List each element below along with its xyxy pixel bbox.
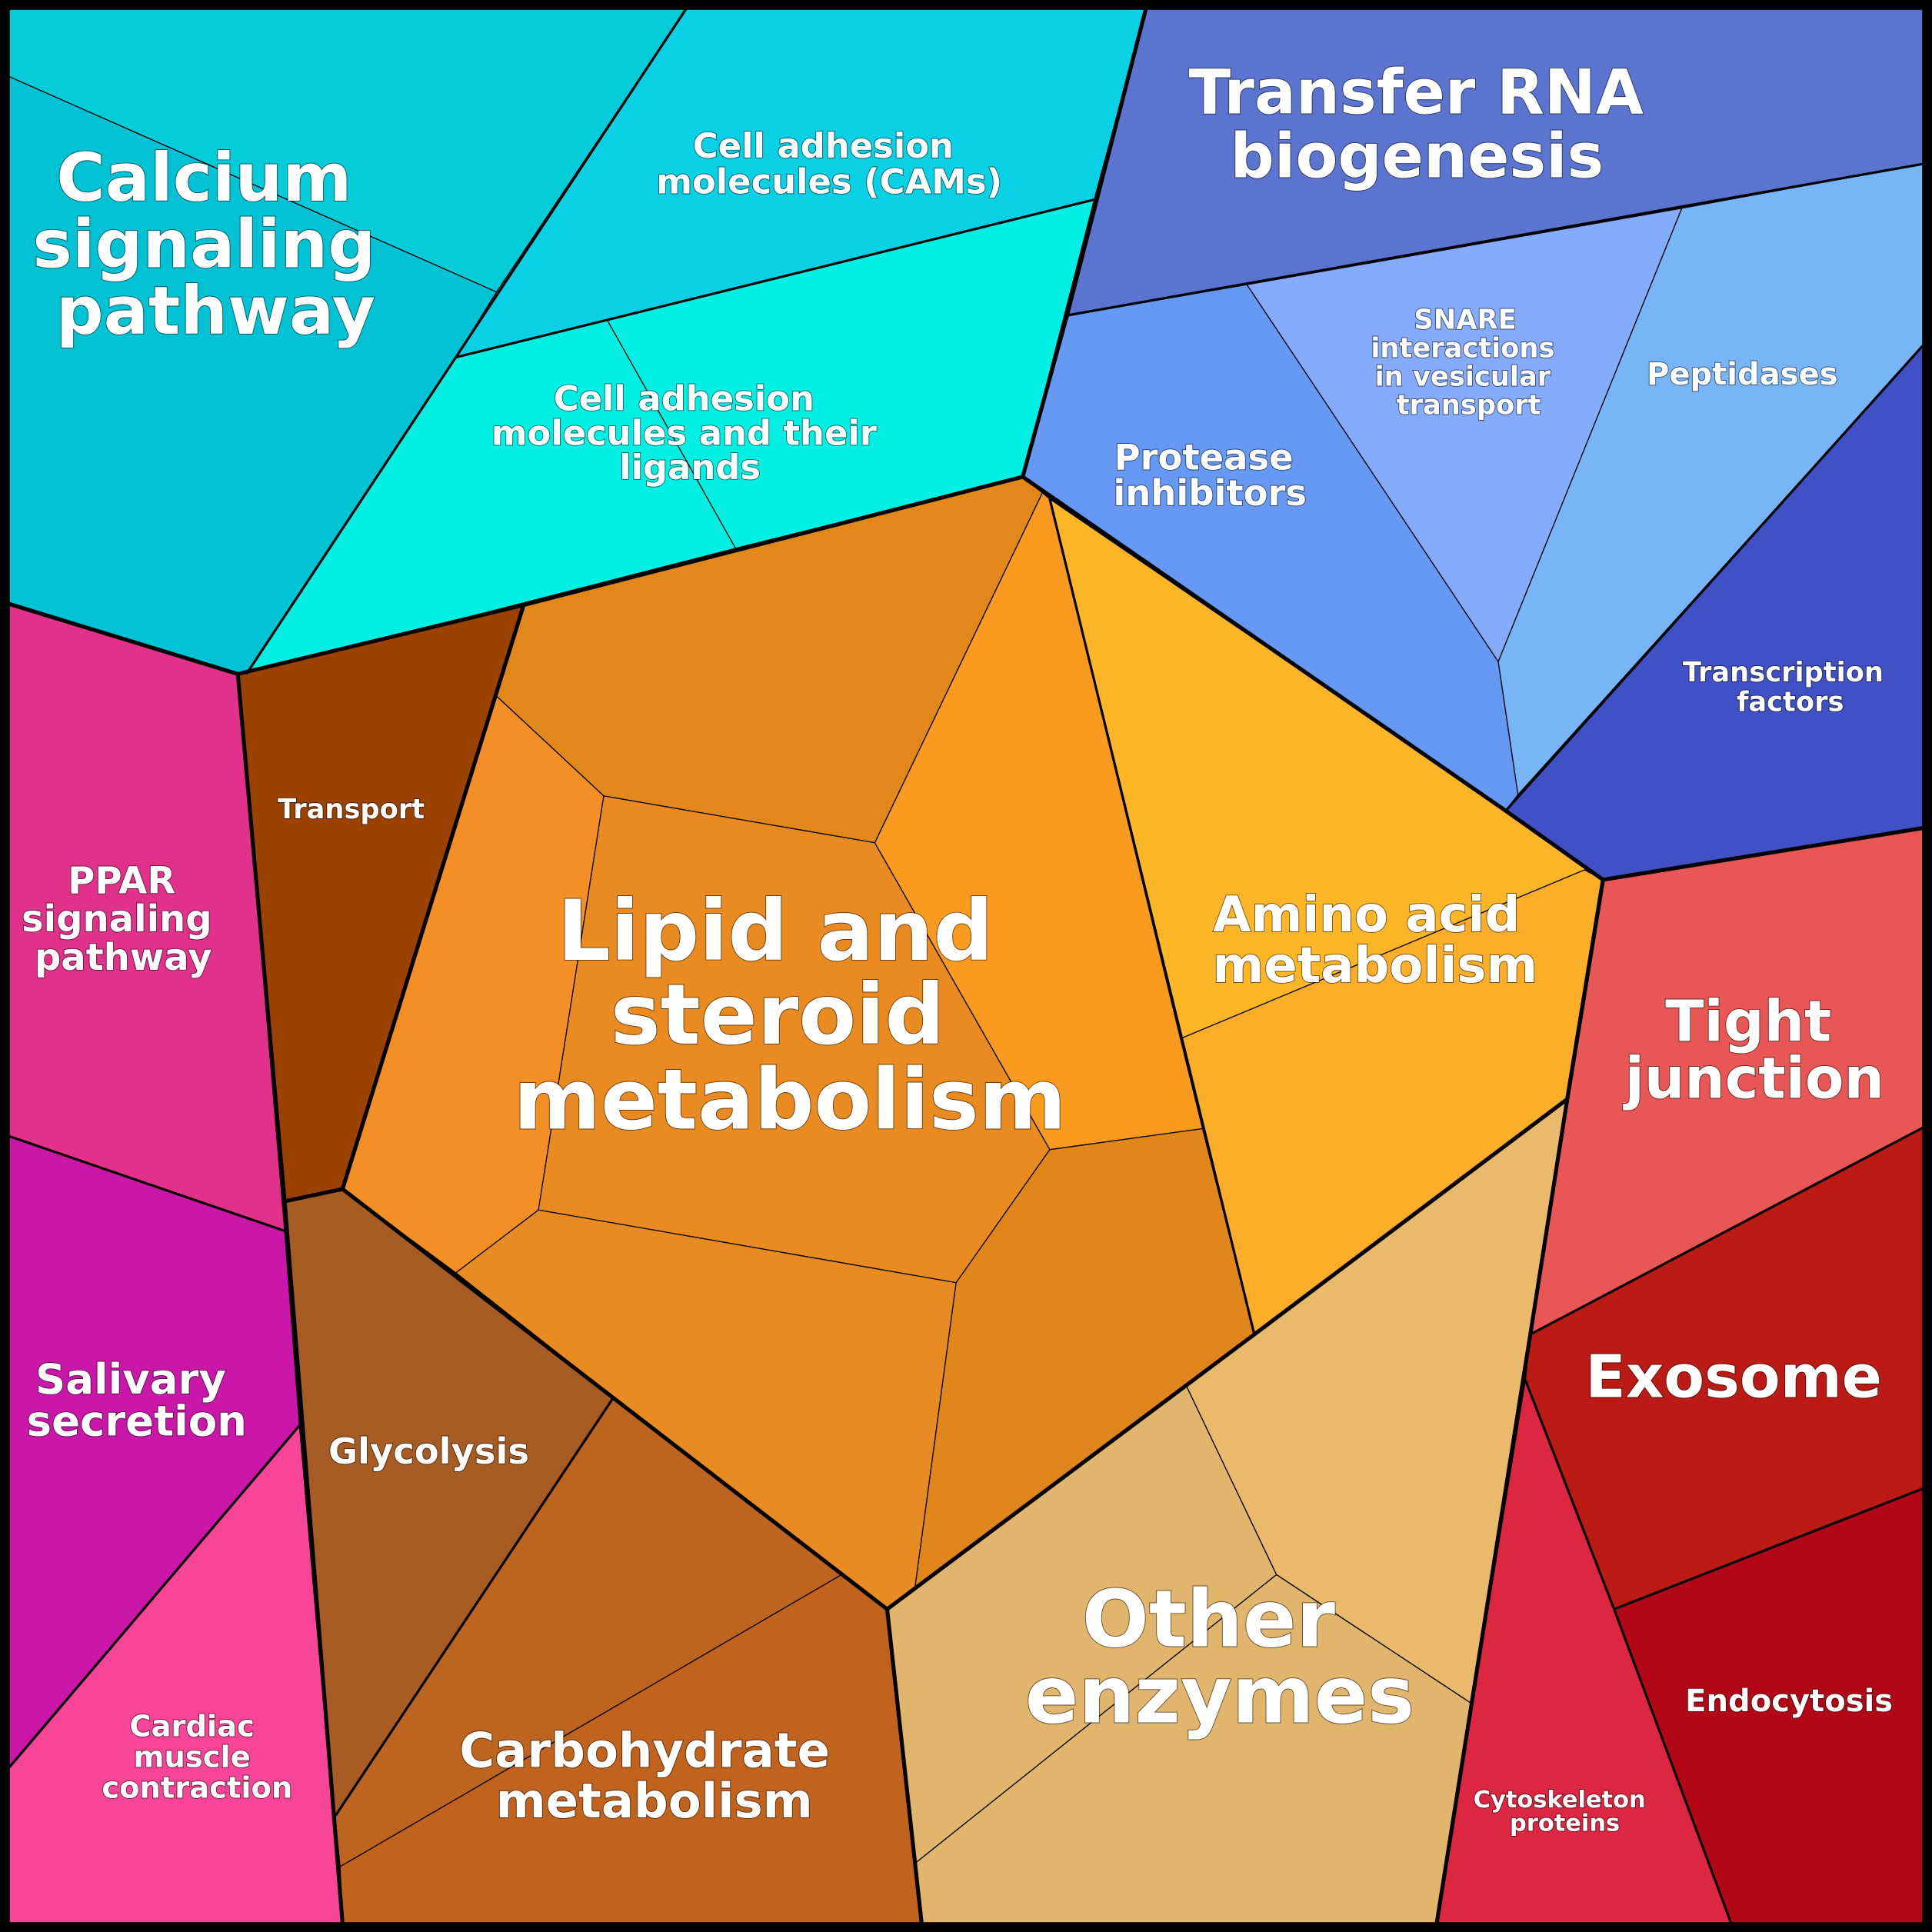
label-cardiac: Cardiac muscle contraction [102, 1709, 292, 1805]
label-transport: Transport [278, 794, 425, 825]
label-exosome: Exosome [1585, 1344, 1882, 1412]
label-amino-acid: Amino acid metabolism [1212, 887, 1537, 994]
label-carbohydrate: Carbohydrate metabolism [459, 1722, 846, 1829]
region-carbohydrate[interactable] [335, 1396, 923, 1924]
label-salivary: Salivary secretion [27, 1354, 247, 1445]
line-ppar-salivary [8, 1134, 285, 1232]
line-cams-ligands [455, 198, 1094, 359]
secondary-boundaries [7, 8, 1924, 1924]
label-glycolysis: Glycolysis [328, 1431, 529, 1472]
line-trna [1067, 162, 1924, 317]
label-calcium: Calcium signaling pathway [32, 140, 398, 350]
line-salivary-cardiac [7, 1424, 301, 1769]
line-exosome-endocytosis [1614, 1487, 1924, 1611]
boundary-red-group [1434, 879, 1605, 1924]
label-peptidases: Peptidases [1647, 357, 1838, 392]
line-lipid-amino [1048, 498, 1256, 1335]
label-trna: Transfer RNA biogenesis [1189, 56, 1665, 192]
label-ppar: PPAR signaling pathway [22, 859, 225, 978]
boundary-cyan-group [8, 8, 1148, 676]
line-glycolysis-carb [334, 1396, 615, 1817]
labels: Calcium signaling pathway Cell adhesion … [21, 55, 1894, 1837]
boundary-blue-group [1021, 475, 1924, 882]
region-other-enzymes[interactable] [886, 1098, 1568, 1924]
label-endocytosis: Endocytosis [1685, 1684, 1893, 1719]
line-transcription [1504, 344, 1924, 812]
label-transcription-factors: Transcription factors [1683, 657, 1893, 718]
region-cam-ligands[interactable] [245, 198, 1095, 675]
label-cam-ligands: Cell adhesion molecules and their ligand… [491, 378, 889, 488]
region-lipid[interactable] [341, 476, 1255, 1611]
line-cytoskeleton [1524, 1379, 1733, 1924]
label-protease-inhibitors: Protease inhibitors [1113, 436, 1307, 513]
label-tight-junction: Tight junction [1623, 990, 1884, 1112]
label-snare: SNARE interactions in vesicular transpor… [1371, 305, 1564, 421]
label-cams: Cell adhesion molecules (CAMs) [656, 125, 1002, 202]
label-lipid: Lipid and steroid metabolism [514, 882, 1067, 1148]
boundary-carb-other [884, 1608, 924, 1924]
label-other-enzymes: Other enzymes [1025, 1574, 1414, 1741]
line-calcium-cams [245, 8, 688, 675]
line-tight-exosome [1529, 1126, 1924, 1336]
label-cytoskeleton: Cytoskeleton proteins [1474, 1787, 1654, 1837]
